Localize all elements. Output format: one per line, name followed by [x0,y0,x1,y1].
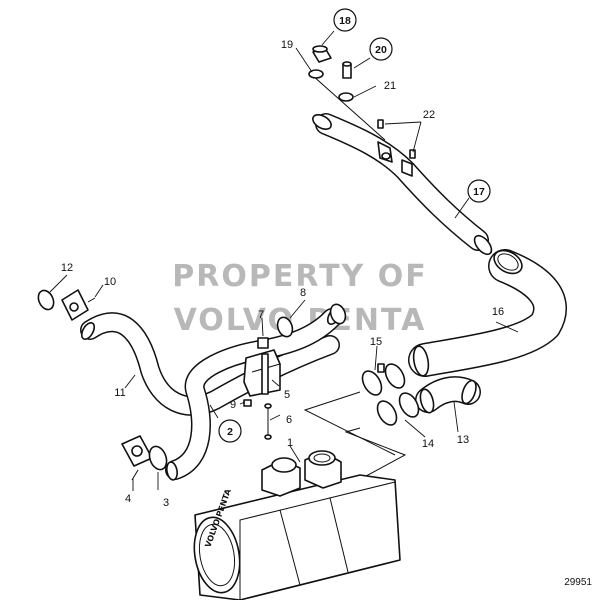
watermark: PROPERTY OF VOLVO PENTA [172,259,427,338]
callout-12: 12 [61,262,73,274]
reference-number: 29951 [564,577,592,588]
callout-11: 11 [114,387,125,399]
part-17-upper-pipe [311,74,493,256]
callout-5: 5 [284,389,290,401]
callouts: 1 2 3 4 5 6 7 8 9 10 11 12 13 14 15 16 1… [61,8,504,509]
callout-2: 2 [227,426,233,438]
callout-circle-2 [218,419,242,443]
part-20-nipple [342,61,352,79]
callout-3: 3 [163,497,169,509]
callout-17: 17 [473,186,485,198]
part-21-washer [338,92,354,102]
callout-13: 13 [457,434,469,446]
leader-lines [49,30,519,491]
part-10-flange [61,289,96,321]
part-5-bracket [243,349,281,397]
callout-22: 22 [423,109,435,121]
part-18-plug [312,45,332,63]
callout-20: 20 [375,44,387,56]
callout-4: 4 [125,493,131,505]
part-13-elbow [415,376,481,414]
callout-18: 18 [339,15,351,27]
watermark-line-1: PROPERTY OF [172,259,427,294]
part-12-gasket [37,289,55,311]
part-6-bolt [264,403,272,440]
callout-7: 7 [258,309,264,321]
callout-15: 15 [370,336,382,348]
part-16-right-hose [408,249,567,377]
callout-19: 19 [281,39,293,51]
part-15-clamps [361,363,406,396]
part-19-washer [308,69,324,79]
callout-circle-17 [467,179,491,203]
part-22-screws [377,119,416,159]
callout-10: 10 [104,276,116,288]
part-3-gasket [148,445,168,471]
part-7-clamp [257,337,269,349]
part-14-clamps [376,392,420,426]
callout-circle-20 [369,37,393,61]
part-9-nut [243,399,252,407]
part-8-rings [276,303,347,338]
callout-6: 6 [286,414,292,426]
part-4-flange [121,435,153,481]
callout-circle-18 [333,8,357,32]
callout-14: 14 [422,438,434,450]
callout-8: 8 [300,287,306,299]
assembly-guide-lines [303,391,407,491]
part-1-exhaust-unit: VOLVO PENTA [193,450,401,600]
callout-9: 9 [230,399,236,411]
callout-16: 16 [492,306,504,318]
callout-21: 21 [384,80,396,92]
callout-1: 1 [287,437,293,449]
